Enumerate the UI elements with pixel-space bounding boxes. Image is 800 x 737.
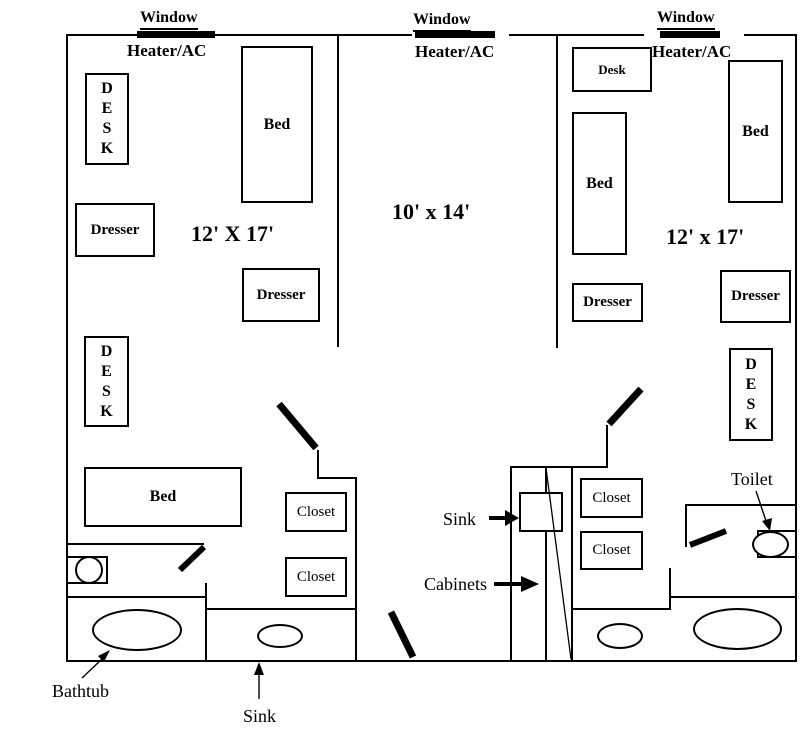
sink-label: Sink bbox=[243, 706, 277, 726]
desk-letter: E bbox=[101, 100, 113, 117]
closet: Closet bbox=[285, 492, 347, 532]
door-swing bbox=[387, 610, 417, 659]
window-label: Window bbox=[413, 11, 471, 32]
desk-letter: K bbox=[744, 415, 758, 433]
closet: Closet bbox=[580, 531, 643, 570]
sink-counter-basin bbox=[519, 492, 563, 532]
wall-nook-side bbox=[355, 477, 357, 662]
desk-letter: D bbox=[100, 342, 113, 360]
wall-bathroom-left-top bbox=[66, 543, 204, 545]
desk: Desk bbox=[572, 47, 652, 92]
sink-arrowhead bbox=[254, 662, 264, 675]
window-label: Window bbox=[657, 9, 715, 30]
cabinets-label: Cabinets bbox=[424, 574, 487, 594]
desk-letter: D bbox=[101, 80, 113, 97]
window-bar bbox=[415, 31, 495, 38]
toilet-label: Toilet bbox=[731, 469, 773, 489]
bed: Bed bbox=[572, 112, 627, 255]
desk-vertical: D E S K bbox=[729, 348, 773, 441]
window-bar bbox=[660, 31, 720, 38]
room-left-dimensions: 12' X 17' bbox=[191, 221, 275, 246]
desk-letter: S bbox=[102, 120, 112, 137]
wall-nook-top bbox=[317, 477, 357, 479]
wall-sink-room-left-top bbox=[207, 608, 357, 610]
wall-cabinet-strip-v1 bbox=[510, 466, 512, 662]
wall-door-jamb bbox=[317, 450, 319, 479]
wall-bathroom-right-top bbox=[669, 596, 797, 598]
desk-vertical: D E S K bbox=[84, 336, 129, 427]
bathtub-shape bbox=[92, 609, 182, 651]
bathtub-shape bbox=[693, 608, 782, 650]
desk-letter: K bbox=[100, 140, 114, 157]
toilet-arrow bbox=[755, 490, 767, 522]
sink-basin bbox=[597, 623, 643, 649]
desk-letter: D bbox=[745, 355, 757, 373]
wall-top-segment bbox=[509, 34, 644, 36]
door-swing bbox=[688, 528, 728, 548]
bathtub-label: Bathtub bbox=[52, 681, 109, 701]
desk-letter: K bbox=[100, 402, 113, 420]
bed: Bed bbox=[728, 60, 783, 203]
window-label: Window bbox=[140, 9, 198, 30]
sink-arrowhead bbox=[505, 510, 519, 526]
desk-vertical: D E S K bbox=[85, 73, 129, 165]
closet: Closet bbox=[580, 478, 643, 518]
room-right-dimensions: 12' x 17' bbox=[666, 224, 745, 249]
wall-bathroom-left-stub bbox=[205, 583, 207, 662]
door-swing bbox=[177, 544, 207, 573]
room-center-dimensions: 10' x 14' bbox=[392, 199, 471, 224]
wall-bathroom-left-mid bbox=[66, 596, 207, 598]
sink-label: Sink bbox=[443, 509, 477, 529]
dresser: Dresser bbox=[572, 283, 643, 322]
bed: Bed bbox=[241, 46, 313, 203]
door-swing bbox=[606, 386, 644, 427]
heater-ac-label: Heater/AC bbox=[127, 41, 207, 60]
wall-outer-left bbox=[66, 34, 68, 662]
heater-ac-label: Heater/AC bbox=[652, 42, 732, 61]
sink-basin bbox=[257, 624, 303, 648]
desk-letter: S bbox=[102, 382, 111, 400]
wall-cabinet-strip-top bbox=[510, 466, 608, 468]
desk-letter: E bbox=[745, 375, 757, 393]
cabinets-arrowhead bbox=[521, 576, 539, 592]
wall-door-jamb bbox=[606, 425, 608, 468]
wall-top-segment bbox=[744, 34, 797, 36]
desk-letter: E bbox=[101, 362, 112, 380]
dresser: Dresser bbox=[242, 268, 320, 322]
heater-ac-label: Heater/AC bbox=[415, 42, 495, 61]
wall-divider-left-room bbox=[337, 34, 339, 347]
bed: Bed bbox=[84, 467, 242, 527]
wall-bathroom-right-stub bbox=[669, 568, 671, 610]
dresser: Dresser bbox=[75, 203, 155, 257]
closet: Closet bbox=[285, 557, 347, 597]
wall-top-segment bbox=[66, 34, 137, 36]
toilet-bowl bbox=[75, 556, 103, 584]
wall-toilet-room-left bbox=[685, 504, 687, 547]
desk-letter: S bbox=[746, 395, 756, 413]
wall-sink-room-right-top bbox=[571, 608, 671, 610]
door-swing bbox=[276, 401, 319, 451]
wall-cabinet-strip-v3 bbox=[571, 466, 573, 662]
wall-toilet-room-top bbox=[685, 504, 797, 506]
wall-outer-right bbox=[795, 34, 797, 662]
window-bar bbox=[137, 31, 215, 38]
toilet-bowl bbox=[752, 531, 789, 558]
wall-outer-bottom bbox=[66, 660, 797, 662]
wall-top-segment bbox=[215, 34, 412, 36]
wall-divider-right-room bbox=[556, 34, 558, 348]
dresser: Dresser bbox=[720, 270, 791, 323]
